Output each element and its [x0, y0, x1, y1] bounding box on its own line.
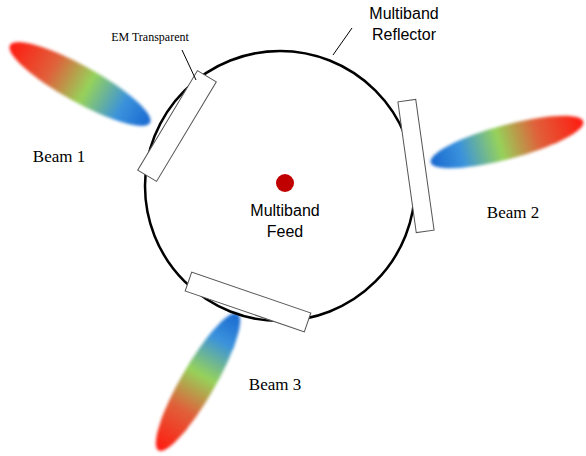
beam-label: Beam 3 [238, 374, 312, 396]
em-window [185, 272, 311, 332]
feed-dot [276, 174, 294, 192]
em-window [138, 71, 217, 182]
beam-lobe [426, 105, 586, 179]
leader-line [182, 50, 196, 80]
feed-label: Multiband Feed [236, 201, 334, 243]
beam-label: Beam 2 [476, 202, 550, 224]
reflector-label: Multiband Reflector [350, 4, 458, 46]
window-label: EM Transparent [100, 30, 200, 46]
em-window [398, 99, 434, 232]
beam-lobe [1, 29, 158, 138]
beam-lobe [144, 305, 252, 456]
beam-label: Beam 1 [22, 146, 96, 168]
leader-line [333, 28, 352, 55]
